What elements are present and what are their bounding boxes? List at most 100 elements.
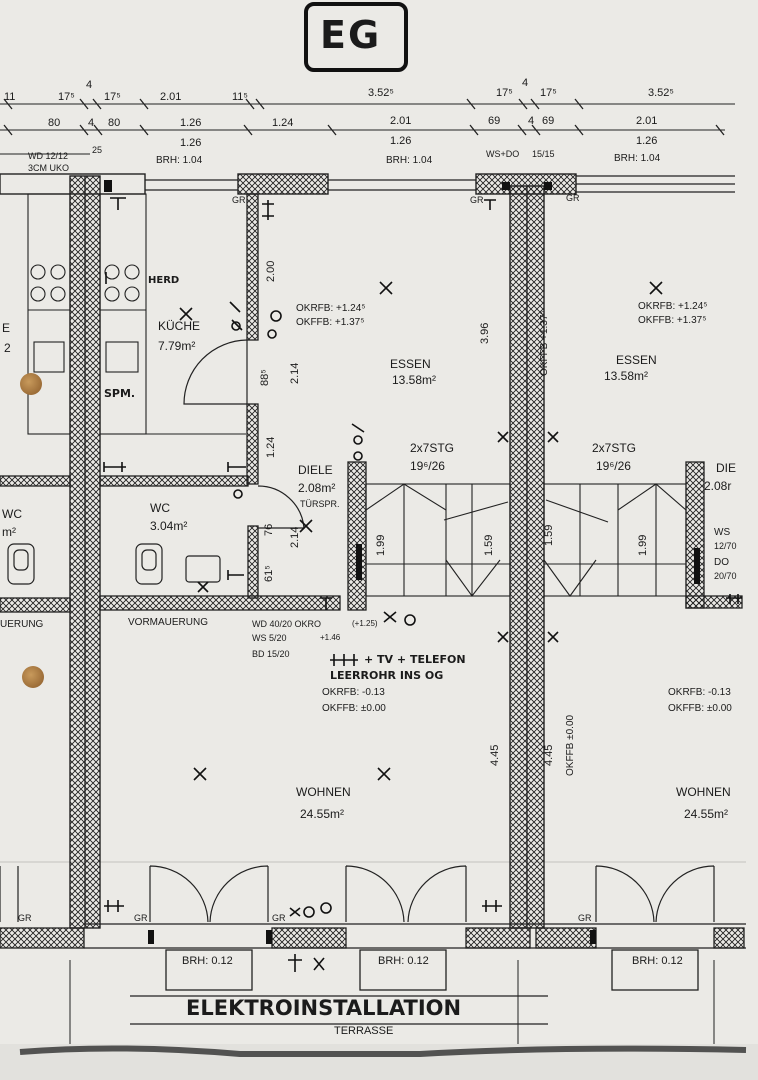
- vdim: OKFFB +1.37⁵: [539, 310, 550, 376]
- brh-label: BRH: 1.04: [614, 153, 661, 164]
- ws-right-label: WS: [714, 527, 731, 538]
- dim-text: 3.52⁵: [648, 87, 674, 99]
- terrasse-label: TERRASSE: [334, 1025, 394, 1037]
- vdim: 2.14: [289, 362, 301, 384]
- room-area-essen-right: 13.58m²: [604, 369, 649, 383]
- do-right-size: 20/70: [714, 571, 737, 581]
- stair-label-left: 2x7STG: [410, 441, 455, 455]
- room-name-wohnen-right: WOHNEN: [676, 785, 731, 799]
- vdim: OKFFB ±0.00: [565, 714, 576, 776]
- dim-text: 80: [108, 117, 121, 129]
- room-partial-left-wc: WC: [2, 507, 22, 521]
- electrical-symbols: [103, 197, 742, 972]
- stair-ratio-left: 19⁶/26: [410, 459, 445, 473]
- gr-label: GR: [134, 913, 148, 923]
- room-area-kueche: 7.79m²: [158, 339, 196, 353]
- vdim: 1.99: [637, 534, 649, 556]
- room-name-kueche: KÜCHE: [158, 319, 201, 333]
- room-name-diele-right: DIE: [716, 461, 737, 475]
- dim-text: 2.01: [636, 115, 658, 127]
- tv-telefon-note: + TV + TELEFON: [364, 653, 466, 666]
- window-note: WS+DO: [486, 149, 520, 159]
- vdim: 2.14: [289, 526, 301, 548]
- room-area-wohnen-right: 24.55m²: [684, 807, 729, 821]
- window-markers: [104, 180, 700, 944]
- brh-label: BRH: 1.04: [386, 155, 433, 166]
- window-note: 15/15: [532, 149, 555, 159]
- vormauerung-left-label: UERUNG: [0, 619, 44, 630]
- gr-label: GR: [18, 913, 32, 923]
- level-label: OKRFB: +1.24⁵: [638, 301, 708, 312]
- dim-text: 1.26: [180, 117, 202, 129]
- room-partial-left-area: 2: [4, 341, 11, 355]
- level-label: OKRFB: -0.13: [322, 687, 385, 698]
- dim-text: 4: [86, 79, 93, 91]
- dim-text: 80: [48, 117, 61, 129]
- drawing-title: ELEKTROINSTALLATION: [186, 996, 462, 1020]
- vdim: 1.59: [483, 534, 495, 556]
- window-note: 25: [92, 145, 103, 155]
- level-label: OKFFB: +1.37⁵: [296, 317, 365, 328]
- stair-level-note: (+1.25): [352, 619, 378, 628]
- dim-text: 1.26: [390, 135, 412, 147]
- dim-text: 1.26: [180, 137, 202, 149]
- dim-text: 17⁵: [496, 87, 513, 99]
- floor-label-box: [304, 2, 408, 72]
- room-name-wc: WC: [150, 501, 170, 515]
- dim-text: 17⁵: [58, 91, 75, 103]
- room-partial-left: E: [2, 321, 11, 335]
- tuerspr-label: TÜRSPR.: [300, 499, 340, 509]
- vdim: 88⁵: [259, 369, 271, 386]
- dim-text: 2.01: [160, 91, 182, 103]
- level-146-note: +1.46: [320, 633, 341, 642]
- gr-label: GR: [578, 913, 592, 923]
- dim-text: 11⁵: [232, 91, 248, 103]
- room-name-essen: ESSEN: [390, 357, 431, 371]
- window-note: 3CM UKO: [28, 163, 70, 173]
- dim-text: 17⁵: [540, 87, 557, 99]
- vdim: 1.59: [543, 524, 555, 546]
- level-label: OKFFB: ±0.00: [668, 703, 732, 714]
- room-area-essen: 13.58m²: [392, 373, 437, 387]
- do-right-label: DO: [714, 557, 729, 568]
- vdim: 4.45: [489, 744, 501, 766]
- vormauerung-label: VORMAUERUNG: [128, 617, 209, 628]
- wd-note: WD 40/20 OKRO: [252, 619, 322, 629]
- brh-label: BRH: 0.12: [632, 955, 683, 967]
- party-walls: [69, 175, 545, 929]
- dim-text: 69: [488, 115, 501, 127]
- room-partial-left-wc-area: m²: [2, 525, 16, 539]
- brh-label: BRH: 0.12: [378, 955, 429, 967]
- leerrohr-note: LEERROHR INS OG: [330, 669, 444, 682]
- gr-label: GR: [566, 193, 580, 203]
- spm-label: SPM.: [104, 387, 136, 400]
- brh-label: BRH: 0.12: [182, 955, 233, 967]
- ws-right-size: 12/70: [714, 541, 737, 551]
- kitchen-counters: [27, 193, 246, 435]
- dim-text: 1.24: [272, 117, 294, 129]
- stair-ratio-right: 19⁶/26: [596, 459, 631, 473]
- dim-text: 17⁵: [104, 91, 121, 103]
- level-label: OKFFB: +1.37⁵: [638, 315, 707, 326]
- room-name-essen-right: ESSEN: [616, 353, 657, 367]
- staircase: [365, 483, 687, 597]
- gr-label: GR: [272, 913, 286, 923]
- dim-text: 3.52⁵: [368, 87, 394, 99]
- vdim: 3.96: [479, 322, 491, 344]
- vdim: 2.00: [265, 260, 277, 282]
- dim-text: 69: [542, 115, 555, 127]
- gr-label: GR: [232, 195, 246, 205]
- vdim: 1.99: [375, 534, 387, 556]
- dim-text: 4: [528, 115, 535, 127]
- room-area-diele-right: 2.08r: [704, 479, 732, 493]
- room-name-diele: DIELE: [298, 463, 333, 477]
- stair-label-right: 2x7STG: [592, 441, 637, 455]
- ws-note: WS 5/20: [252, 633, 287, 643]
- punch-hole: [22, 666, 44, 688]
- level-label: OKRFB: +1.24⁵: [296, 303, 366, 314]
- room-area-diele: 2.08m²: [298, 481, 336, 495]
- dim-text: 4: [522, 77, 529, 89]
- floor-label: EG: [320, 13, 382, 57]
- gr-label: GR: [470, 195, 484, 205]
